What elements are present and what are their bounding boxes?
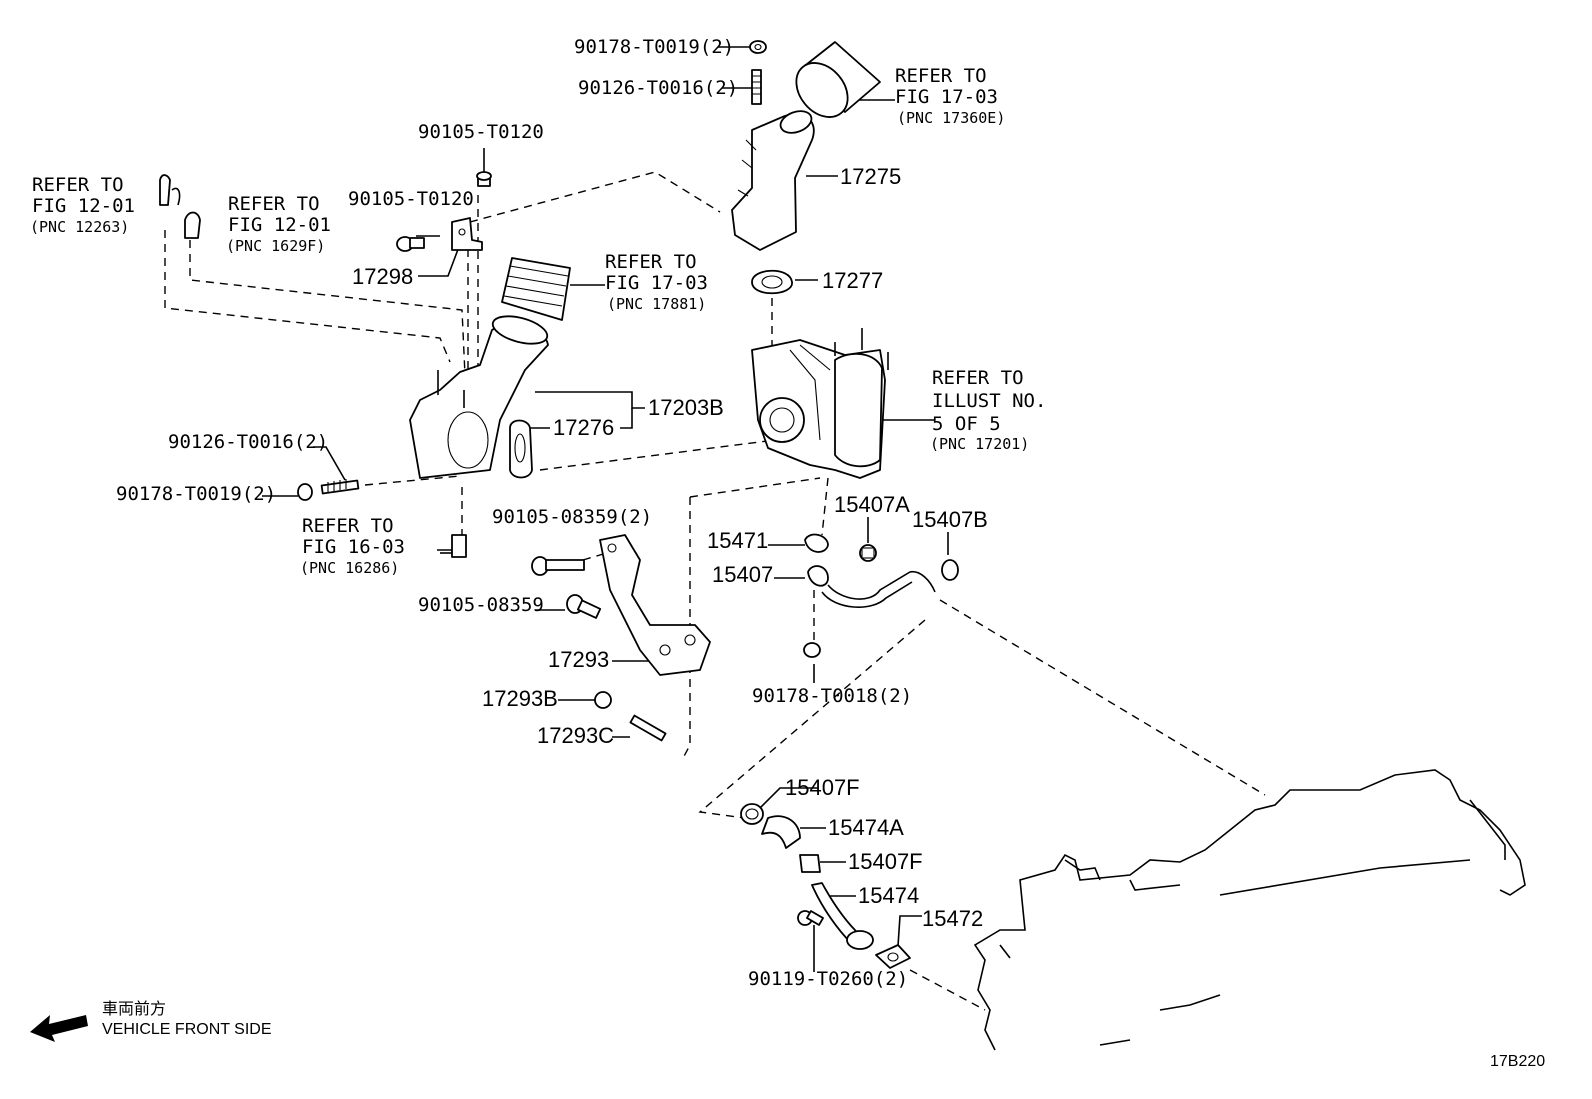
ref-note-fig-16-03: REFER TO FIG 16-03 (PNC 16286) [300, 515, 405, 577]
bolt-90119-t0260 [797, 910, 824, 926]
gasket-15472 [875, 944, 911, 969]
label-17277: 17277 [822, 268, 883, 293]
pipe-15474 [811, 882, 874, 950]
svg-text:(PNC 17881): (PNC 17881) [607, 295, 706, 313]
svg-text:ILLUST NO.: ILLUST NO. [932, 390, 1046, 412]
bolt-90105-08359-2 [531, 556, 585, 576]
engine-block-outline [973, 769, 1526, 1051]
hose-16286 [451, 534, 467, 558]
clamp-15407f-a [740, 803, 764, 825]
svg-text:FIG 12-01: FIG 12-01 [32, 195, 135, 217]
bracket-17293 [599, 534, 711, 676]
stud-90126-top [751, 69, 762, 105]
ref-note-fig-17-03-a: REFER TO FIG 17-03 (PNC 17881) [605, 251, 708, 313]
ref-note-illust-5-of-5: REFER TO ILLUST NO. 5 OF 5 (PNC 17201) [930, 367, 1046, 453]
pipe-17275 [731, 110, 815, 251]
label-90178-t0018: 90178-T0018(2) [752, 685, 912, 707]
hose-1629f [184, 211, 201, 239]
stud-17293c [629, 714, 667, 742]
vehicle-front-arrow-icon [30, 1015, 88, 1042]
label-15472: 15472 [922, 906, 983, 931]
svg-text:REFER TO: REFER TO [32, 174, 124, 196]
label-17276: 17276 [553, 415, 614, 440]
bolt-15407a [859, 544, 877, 562]
svg-text:5 OF 5: 5 OF 5 [932, 413, 1001, 435]
label-15407f-b: 15407F [848, 849, 923, 874]
nut-90178-t0018 [803, 642, 821, 658]
turbocharger-17201 [751, 328, 889, 479]
label-90105-t0120-a: 90105-T0120 [418, 121, 544, 143]
svg-text:REFER TO: REFER TO [605, 251, 697, 273]
svg-text:FIG 16-03: FIG 16-03 [302, 536, 405, 558]
label-15471: 15471 [707, 528, 768, 553]
label-17293c: 17293C [537, 723, 614, 748]
intake-hose-17881 [501, 257, 571, 321]
part-labels: 90178-T0019(2) 90126-T0016(2) 90105-T012… [116, 36, 988, 990]
bolt-90105-t0120-a [476, 171, 492, 187]
clamp-15407f-b [799, 854, 821, 873]
label-17293b: 17293B [482, 686, 558, 711]
hose-12263 [159, 174, 181, 206]
figure-id: 17B220 [1490, 1053, 1545, 1070]
legend-jp: 車両前方 [102, 1000, 166, 1018]
label-90126-t0016-top: 90126-T0016(2) [578, 77, 738, 99]
bolt-15407b [941, 559, 959, 581]
ref-note-fig-17-03-b: REFER TO FIG 17-03 (PNC 17360E) [895, 65, 1005, 127]
label-90126-t0016-left: 90126-T0016(2) [168, 431, 328, 453]
gasket-15471 [804, 533, 829, 553]
nut-17293b [594, 691, 612, 709]
label-15407a: 15407A [834, 492, 910, 517]
air-hose-17360e [795, 41, 881, 118]
svg-text:(PNC 16286): (PNC 16286) [300, 559, 399, 577]
svg-text:REFER TO: REFER TO [228, 193, 320, 215]
label-90178-t0019-left: 90178-T0019(2) [116, 483, 276, 505]
label-17298: 17298 [352, 264, 413, 289]
turbo-outlet-pipe-17203b [409, 315, 549, 479]
label-90105-08359-2: 90105-08359(2) [492, 506, 652, 528]
stud-90126-left [320, 479, 360, 495]
hose-15474a [761, 815, 801, 849]
label-90105-t0120-b: 90105-T0120 [348, 188, 474, 210]
label-17275: 17275 [840, 164, 901, 189]
label-15474a: 15474A [828, 815, 904, 840]
bolt-90105-08359 [566, 594, 602, 619]
oil-pipe-15407 [807, 565, 936, 608]
svg-text:(PNC 12263): (PNC 12263) [30, 218, 129, 236]
svg-text:REFER TO: REFER TO [302, 515, 394, 537]
label-15407f-a: 15407F [785, 775, 860, 800]
label-15474: 15474 [858, 883, 919, 908]
svg-text:REFER TO: REFER TO [932, 367, 1024, 389]
label-90119-t0260: 90119-T0260(2) [748, 968, 908, 990]
label-15407: 15407 [712, 562, 773, 587]
svg-text:FIG 17-03: FIG 17-03 [895, 86, 998, 108]
gasket-17277 [751, 269, 793, 295]
bracket-17298 [451, 217, 483, 251]
svg-text:(PNC 1629F): (PNC 1629F) [226, 237, 325, 255]
label-15407b: 15407B [912, 507, 988, 532]
label-17293: 17293 [548, 647, 609, 672]
label-17203b: 17203B [648, 395, 724, 420]
nut-90178-top [749, 40, 767, 54]
legend-en: VEHICLE FRONT SIDE [102, 1021, 272, 1038]
ref-note-fig-12-01-b: REFER TO FIG 12-01 (PNC 1629F) [226, 193, 331, 255]
assembly-dashed-lines [164, 171, 1266, 1011]
svg-text:FIG 12-01: FIG 12-01 [228, 214, 331, 236]
svg-text:(PNC 17201): (PNC 17201) [930, 435, 1029, 453]
vehicle-front-legend: 車両前方 VEHICLE FRONT SIDE [102, 1000, 272, 1038]
svg-text:FIG 17-03: FIG 17-03 [605, 272, 708, 294]
gasket-17276 [509, 419, 533, 479]
label-90178-t0019-top: 90178-T0019(2) [574, 36, 734, 58]
bolt-90105-t0120-b [396, 236, 425, 252]
ref-note-fig-12-01-a: REFER TO FIG 12-01 (PNC 12263) [30, 174, 135, 236]
label-90105-08359: 90105-08359 [418, 594, 544, 616]
svg-text:REFER TO: REFER TO [895, 65, 987, 87]
svg-text:(PNC 17360E): (PNC 17360E) [897, 109, 1005, 127]
nut-90178-left [297, 483, 313, 501]
